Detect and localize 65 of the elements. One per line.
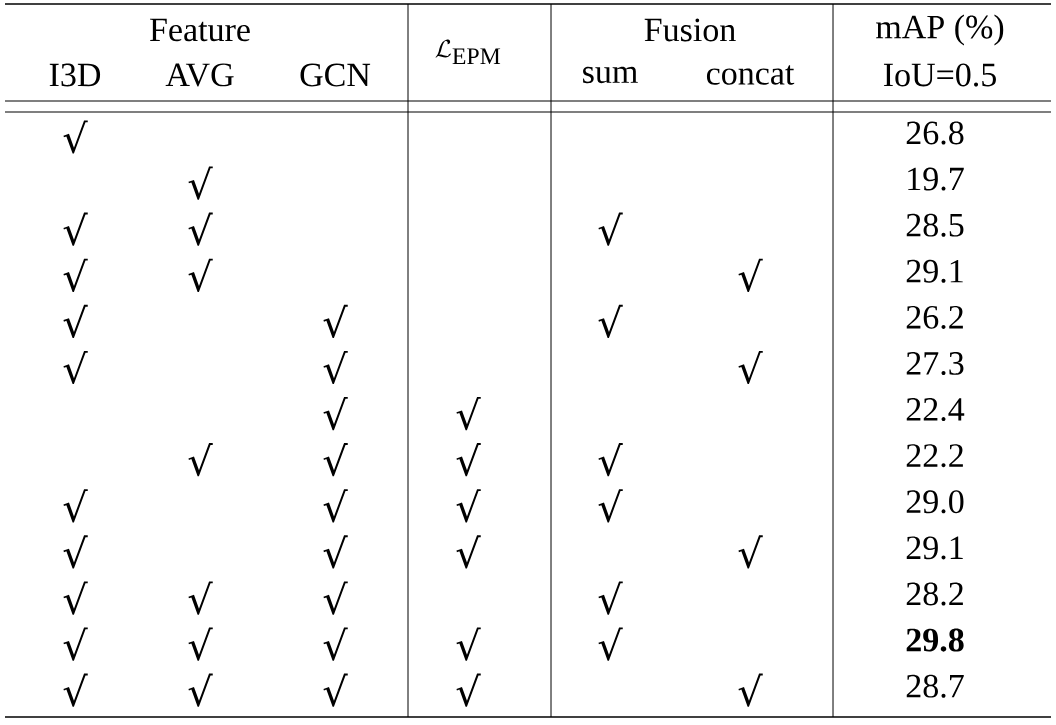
check-mark: √ [188, 443, 213, 477]
column-header: I3D [49, 63, 101, 87]
check-mark: √ [456, 397, 481, 431]
table-cell: 28.2 [906, 582, 963, 606]
column-header: sum [583, 66, 638, 84]
column-header: Feature [150, 18, 250, 42]
column-header: IoU=0.5 [883, 63, 996, 87]
column-header: concat [706, 65, 795, 85]
column-header: Fusion [644, 18, 736, 42]
check-mark: √ [738, 350, 763, 385]
check-mark: √ [598, 443, 623, 477]
check-mark: √ [738, 673, 763, 707]
check-mark: √ [323, 581, 348, 615]
table-cell: 22.2 [906, 444, 963, 468]
check-mark: √ [188, 212, 213, 246]
check-mark: √ [456, 535, 481, 569]
check-mark: √ [188, 581, 213, 615]
check-mark: √ [323, 397, 348, 431]
column-header: mAP (%) [876, 14, 1004, 46]
check-mark: √ [738, 258, 763, 292]
check-mark: √ [188, 673, 213, 707]
table-cell: 29.0 [906, 490, 964, 514]
check-mark: √ [323, 443, 348, 477]
check-mark: √ [598, 489, 623, 523]
check-mark: √ [323, 673, 348, 707]
column-header: $\mathcal{L}_{\mathrm{EPM}}$ [435, 39, 501, 64]
check-mark: √ [63, 212, 88, 246]
check-mark: √ [63, 120, 88, 154]
check-mark: √ [598, 627, 623, 661]
check-mark: √ [63, 350, 88, 385]
check-mark: √ [323, 627, 348, 661]
check-mark: √ [456, 673, 481, 707]
check-mark: √ [598, 581, 623, 615]
table-cell: 26.8 [906, 121, 964, 145]
check-mark: √ [598, 212, 623, 246]
check-mark: √ [188, 627, 213, 661]
check-mark: √ [456, 489, 481, 523]
check-mark: √ [63, 673, 88, 707]
table-cell: 28.7 [906, 674, 964, 698]
check-mark: √ [323, 535, 348, 569]
check-mark: √ [63, 535, 88, 569]
check-mark: √ [63, 489, 88, 523]
table-cell: 27.3 [906, 352, 964, 375]
check-mark: √ [598, 304, 623, 338]
check-mark: √ [456, 443, 481, 477]
check-mark: √ [456, 627, 481, 661]
table-cell: 22.4 [906, 398, 965, 422]
table-cell: 29.8 [906, 628, 964, 652]
column-header: GCN [300, 63, 371, 87]
table-cell: 26.2 [906, 305, 963, 329]
check-mark: √ [63, 627, 88, 661]
check-mark: √ [63, 304, 88, 338]
check-mark: √ [738, 535, 763, 569]
check-mark: √ [63, 258, 88, 292]
check-mark: √ [188, 258, 213, 292]
table-cell: 28.5 [906, 213, 964, 237]
table-cell: 29.1 [906, 536, 963, 560]
check-mark: √ [323, 489, 348, 523]
table-cell: 29.1 [906, 259, 963, 283]
column-header: AVG [165, 63, 234, 87]
check-mark: √ [323, 304, 348, 338]
table-cell: 19.7 [908, 167, 964, 191]
check-mark: √ [63, 581, 88, 615]
check-mark: √ [323, 350, 348, 385]
check-mark: √ [188, 166, 213, 200]
